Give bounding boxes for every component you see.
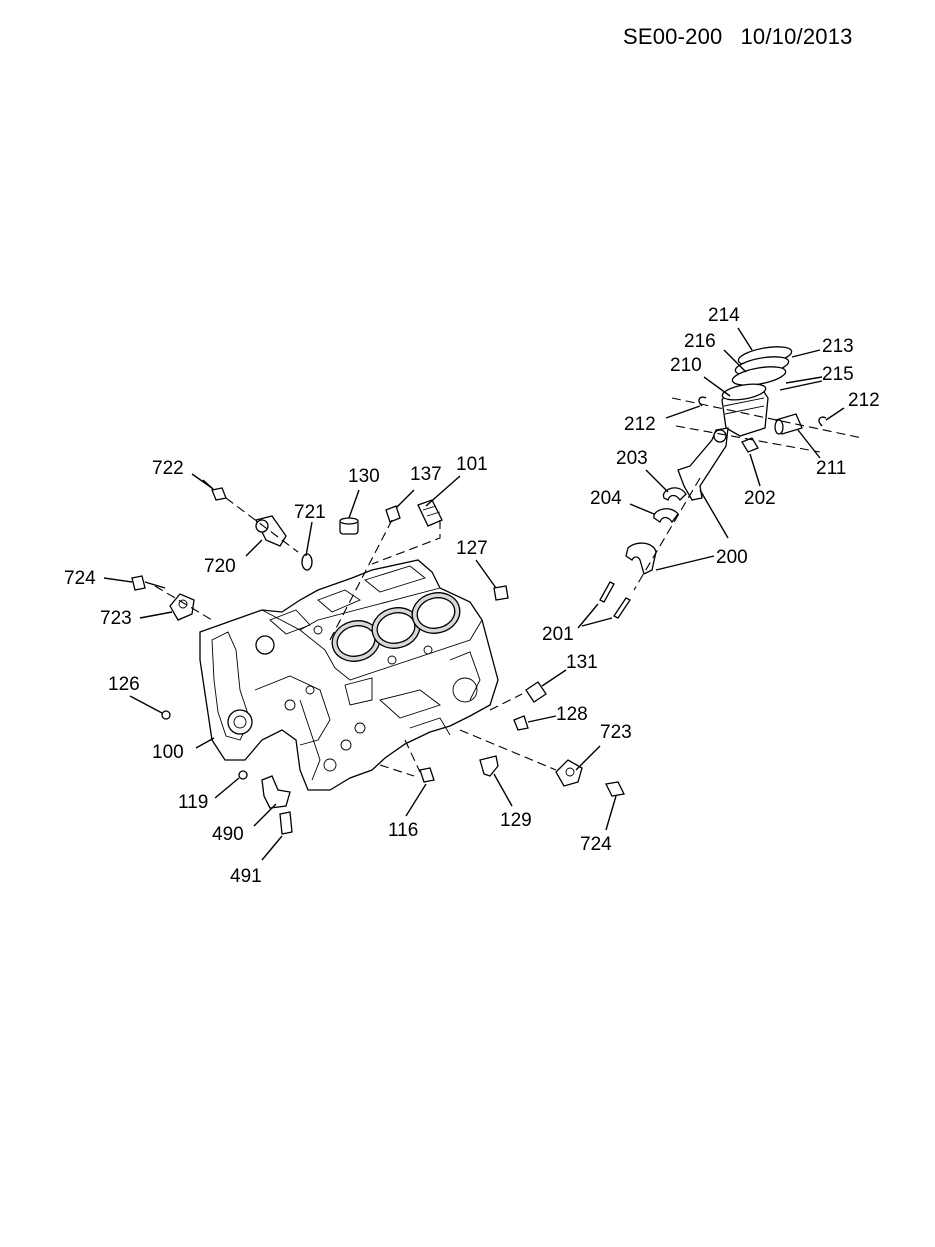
rod-cap-bolts[interactable]	[599, 581, 631, 619]
callout-722: 722	[152, 458, 184, 479]
callout-100: 100	[152, 742, 184, 763]
diagram-code: SE00-200	[623, 24, 723, 49]
callout-129: 129	[500, 810, 532, 831]
plug-119[interactable]	[238, 770, 248, 780]
callout-101: 101	[456, 454, 488, 475]
o-ring-721[interactable]	[301, 553, 313, 571]
bolt-116[interactable]	[419, 767, 435, 783]
stud-101[interactable]	[417, 499, 443, 527]
callout-128: 128	[556, 704, 588, 725]
callout-200: 200	[716, 547, 748, 568]
bolt-724-right[interactable]	[605, 781, 625, 797]
callout-721: 721	[294, 502, 326, 523]
piston-pin[interactable]	[774, 413, 803, 435]
callout-126: 126	[108, 674, 140, 695]
rod-cap[interactable]	[625, 542, 657, 575]
callout-203: 203	[616, 448, 648, 469]
callout-130: 130	[348, 466, 380, 487]
bolt-722[interactable]	[202, 479, 227, 501]
sensor-723-right[interactable]	[555, 759, 583, 787]
plug-128[interactable]	[513, 715, 529, 731]
diagram-header: SE00-200 10/10/2013	[623, 24, 871, 50]
callout-210: 210	[670, 355, 702, 376]
bolt-724-left[interactable]	[131, 575, 166, 591]
callout-212-right: 212	[848, 390, 880, 411]
connecting-rod[interactable]	[677, 427, 729, 501]
callout-724-right: 724	[580, 834, 612, 855]
callout-204: 204	[590, 488, 622, 509]
assembly-lines	[154, 397, 863, 777]
callout-213: 213	[822, 336, 854, 357]
plug-129[interactable]	[479, 755, 499, 777]
callout-201: 201	[542, 624, 574, 645]
leader-lines	[103, 327, 845, 861]
sensor-490[interactable]	[261, 775, 291, 809]
callout-490: 490	[212, 824, 244, 845]
callout-119: 119	[178, 792, 208, 813]
callout-491: 491	[230, 866, 262, 887]
plug-126[interactable]	[161, 710, 171, 720]
callout-724-left: 724	[64, 568, 96, 589]
callout-214: 214	[708, 305, 740, 326]
pin-bushing[interactable]	[741, 437, 759, 453]
plug-137[interactable]	[385, 505, 401, 523]
callout-202: 202	[744, 488, 776, 509]
diagram-date: 10/10/2013	[740, 24, 853, 49]
engine-block[interactable]	[199, 559, 499, 791]
callout-720: 720	[204, 556, 236, 577]
callout-131: 131	[566, 652, 598, 673]
callout-216: 216	[684, 331, 716, 352]
callout-212-left: 212	[624, 414, 656, 435]
callout-137: 137	[410, 464, 442, 485]
sensor-723-left[interactable]	[169, 593, 195, 621]
sleeve-131[interactable]	[525, 681, 547, 703]
plug-127[interactable]	[493, 585, 509, 601]
callout-127: 127	[456, 538, 488, 559]
piston-ring-set[interactable]	[731, 343, 793, 388]
callout-723-right: 723	[600, 722, 632, 743]
piston[interactable]	[721, 381, 769, 437]
callout-211: 211	[816, 458, 846, 479]
bolt-491[interactable]	[279, 811, 293, 835]
callout-116: 116	[388, 820, 418, 841]
callout-215: 215	[822, 364, 854, 385]
rod-bearings[interactable]	[653, 487, 687, 524]
cup-plug-130[interactable]	[339, 517, 359, 535]
callout-723-left: 723	[100, 608, 132, 629]
callout-labels: 214 216 213 210 215 212 212 211 203 202 …	[64, 305, 880, 887]
